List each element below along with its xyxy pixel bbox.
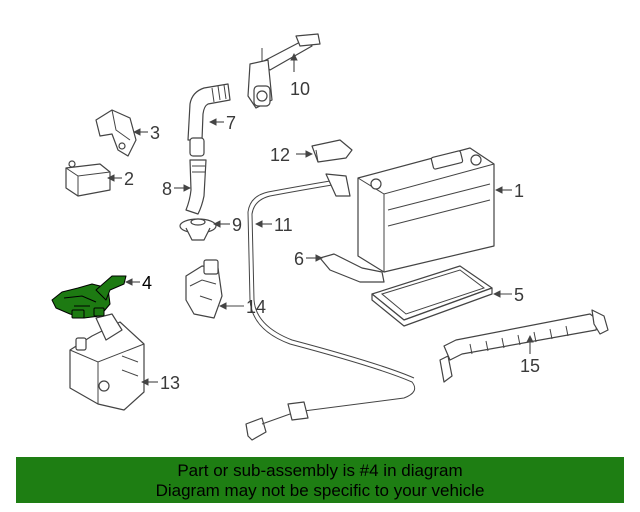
callout-4-label: 4 bbox=[142, 273, 152, 293]
part-3-bracket bbox=[95, 109, 137, 157]
info-banner: Part or sub-assembly is #4 in diagram Di… bbox=[16, 457, 624, 503]
callout-15-label: 15 bbox=[520, 356, 540, 376]
callout-10: 10 bbox=[290, 53, 310, 99]
callout-4: 4 bbox=[125, 273, 152, 293]
callout-9-label: 9 bbox=[232, 215, 242, 235]
callout-2: 2 bbox=[107, 169, 134, 189]
callout-8: 8 bbox=[162, 179, 191, 199]
callout-12-label: 12 bbox=[270, 145, 290, 165]
part-14-fuse-box bbox=[185, 259, 223, 319]
callout-6: 6 bbox=[294, 249, 323, 269]
callout-9: 9 bbox=[213, 215, 242, 235]
callout-12: 12 bbox=[270, 145, 313, 165]
part-13-reservoir bbox=[69, 313, 145, 411]
callout-3-label: 3 bbox=[150, 123, 160, 143]
callout-13-label: 13 bbox=[160, 373, 180, 393]
part-12-cover bbox=[311, 139, 353, 163]
part-8-hose bbox=[185, 159, 207, 215]
part-4-highlighted-bracket[interactable] bbox=[51, 275, 127, 319]
callout-2-label: 2 bbox=[124, 169, 134, 189]
callout-6-label: 6 bbox=[294, 249, 304, 269]
callout-14: 14 bbox=[219, 297, 266, 317]
callout-1-label: 1 bbox=[514, 181, 524, 201]
callout-5: 5 bbox=[493, 285, 524, 305]
part-1-battery bbox=[357, 147, 495, 273]
callout-14-label: 14 bbox=[246, 297, 266, 317]
callout-11: 11 bbox=[255, 215, 293, 235]
part-2-relay bbox=[65, 160, 111, 197]
callout-3: 3 bbox=[133, 123, 160, 143]
callout-11-label: 11 bbox=[274, 215, 293, 235]
callout-10-label: 10 bbox=[290, 79, 310, 99]
callout-13: 13 bbox=[141, 373, 180, 393]
callout-1: 1 bbox=[495, 181, 524, 201]
banner-line-disclaimer: Diagram may not be specific to your vehi… bbox=[155, 481, 485, 500]
callout-7: 7 bbox=[209, 113, 236, 133]
callout-8-label: 8 bbox=[162, 179, 172, 199]
callout-5-label: 5 bbox=[514, 285, 524, 305]
callout-15: 15 bbox=[520, 335, 540, 376]
callout-7-label: 7 bbox=[226, 113, 236, 133]
part-10-sensor-rod bbox=[247, 33, 321, 109]
part-6-strap bbox=[319, 253, 385, 283]
part-7-hose bbox=[187, 83, 231, 157]
part-11-cable bbox=[245, 173, 416, 441]
part-9-grommet bbox=[179, 218, 217, 241]
part-15-ground-strap bbox=[439, 309, 609, 383]
parts-diagram: 1 2 3 4 5 6 7 8 9 10 11 12 bbox=[51, 33, 609, 441]
part-5-tray bbox=[371, 265, 493, 327]
banner-line-part: Part or sub-assembly is #4 in diagram bbox=[177, 461, 463, 480]
